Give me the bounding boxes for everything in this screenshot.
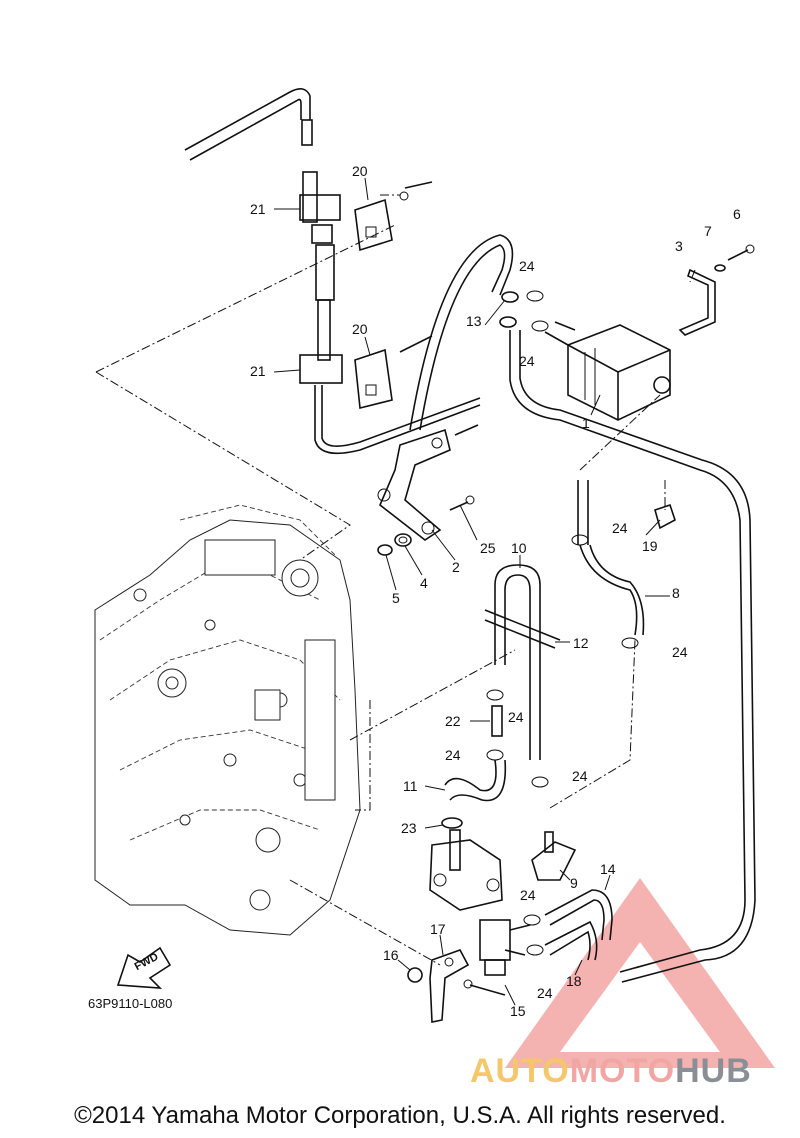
callout-4: 4: [420, 575, 428, 591]
callout-19: 19: [642, 538, 658, 554]
callout-7: 7: [704, 223, 712, 239]
callout-24-b: 24: [519, 353, 535, 369]
callout-14: 14: [600, 861, 616, 877]
callout-15: 15: [510, 1003, 526, 1019]
valve-15: [479, 919, 531, 976]
hose-13: [409, 234, 519, 431]
callout-21-upper: 21: [250, 201, 266, 217]
callout-2: 2: [452, 559, 460, 575]
fwd-arrow-icon: [116, 946, 172, 989]
callout-18: 18: [566, 973, 582, 989]
callout-3: 3: [675, 238, 683, 254]
callout-24-i: 24: [537, 985, 553, 1001]
bracket-3: [678, 244, 755, 336]
bracket-17: [429, 949, 470, 1023]
callout-1: 1: [582, 415, 590, 431]
callout-24-h: 24: [520, 887, 536, 903]
callout-25: 25: [480, 540, 496, 556]
callout-16: 16: [383, 947, 399, 963]
callout-10: 10: [511, 540, 527, 556]
callout-24-c: 24: [612, 520, 628, 536]
watermark-moto: MOTO: [569, 1052, 676, 1090]
copyright-notice: ©2014 Yamaha Motor Corporation, U.S.A. A…: [74, 1102, 726, 1129]
return-line: [509, 330, 756, 983]
callout-24-e: 24: [508, 709, 524, 725]
fuel-filter-lower: [299, 335, 481, 455]
callout-20-lower: 20: [352, 321, 368, 337]
drawing-code: 63P9110-L080: [88, 996, 173, 1011]
watermark-text: AUTOMOTOHUB: [470, 1052, 752, 1091]
callout-24-a: 24: [519, 258, 535, 274]
callout-13: 13: [466, 313, 482, 329]
clip-23: [441, 817, 463, 829]
bracket-2: [377, 424, 479, 541]
callout-17: 17: [430, 921, 446, 937]
grommet-4: [394, 533, 412, 547]
callout-11: 11: [403, 778, 418, 794]
bolt-lower: [463, 979, 506, 996]
callout-24-f: 24: [445, 747, 461, 763]
hose-14-18: [544, 889, 613, 961]
callout-12: 12: [573, 635, 589, 651]
watermark-logo-triangle: [505, 878, 775, 1068]
callout-23: 23: [401, 820, 417, 836]
pipe-10: [484, 564, 561, 760]
canister-1: [544, 321, 671, 421]
hose-11: [444, 759, 507, 802]
callout-8: 8: [672, 585, 680, 601]
leader-lines: [273, 177, 670, 1006]
callout-21-lower: 21: [250, 363, 266, 379]
fuel-filter-upper: [299, 171, 433, 361]
callout-5: 5: [392, 590, 400, 606]
collar-5: [377, 544, 393, 556]
fuel-pump-base: [429, 829, 503, 911]
nut-16: [407, 967, 423, 983]
assembly-lines: [95, 194, 696, 966]
engine-block: [94, 504, 361, 936]
callout-22: 22: [445, 713, 461, 729]
clip-19: [654, 503, 676, 530]
watermark-hub: HUB: [675, 1052, 752, 1090]
watermark-auto: AUTO: [470, 1052, 570, 1090]
callout-9: 9: [570, 875, 578, 891]
part-9: [531, 831, 577, 881]
callout-24-g: 24: [572, 768, 588, 784]
clamps-24: [486, 290, 639, 956]
joint-22: [491, 705, 503, 737]
callout-6: 6: [733, 206, 741, 222]
vent-hose-top: [184, 88, 313, 161]
callout-24-d: 24: [672, 644, 688, 660]
callout-labels: 1 2 3 4 5 6 7 8 9 10 11 12 13 14 15 16 1…: [250, 163, 741, 1019]
hose-8: [579, 544, 645, 636]
callout-20-upper: 20: [352, 163, 368, 179]
